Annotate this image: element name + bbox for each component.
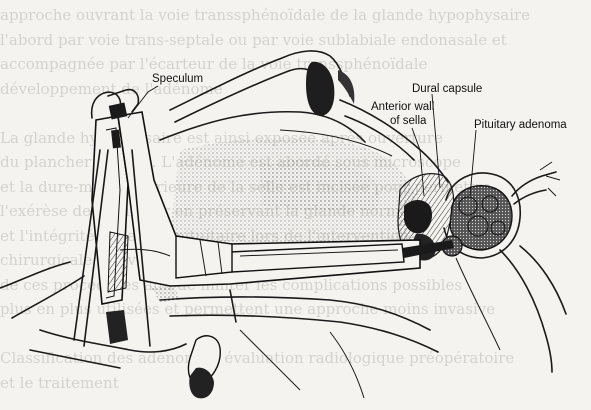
nose-profile [0, 262, 70, 288]
anterior-wall-label-line2: of sella [390, 115, 427, 127]
dural-capsule-label: Dural capsule [412, 83, 482, 95]
skull-base-shadow [338, 70, 354, 104]
pituitary-adenoma-label: Pituitary adenoma [474, 119, 567, 131]
speculum-label: Speculum [152, 73, 203, 85]
anterior-wall-label-line1: Anterior wall [371, 101, 434, 113]
frontal-sinus [306, 62, 334, 116]
